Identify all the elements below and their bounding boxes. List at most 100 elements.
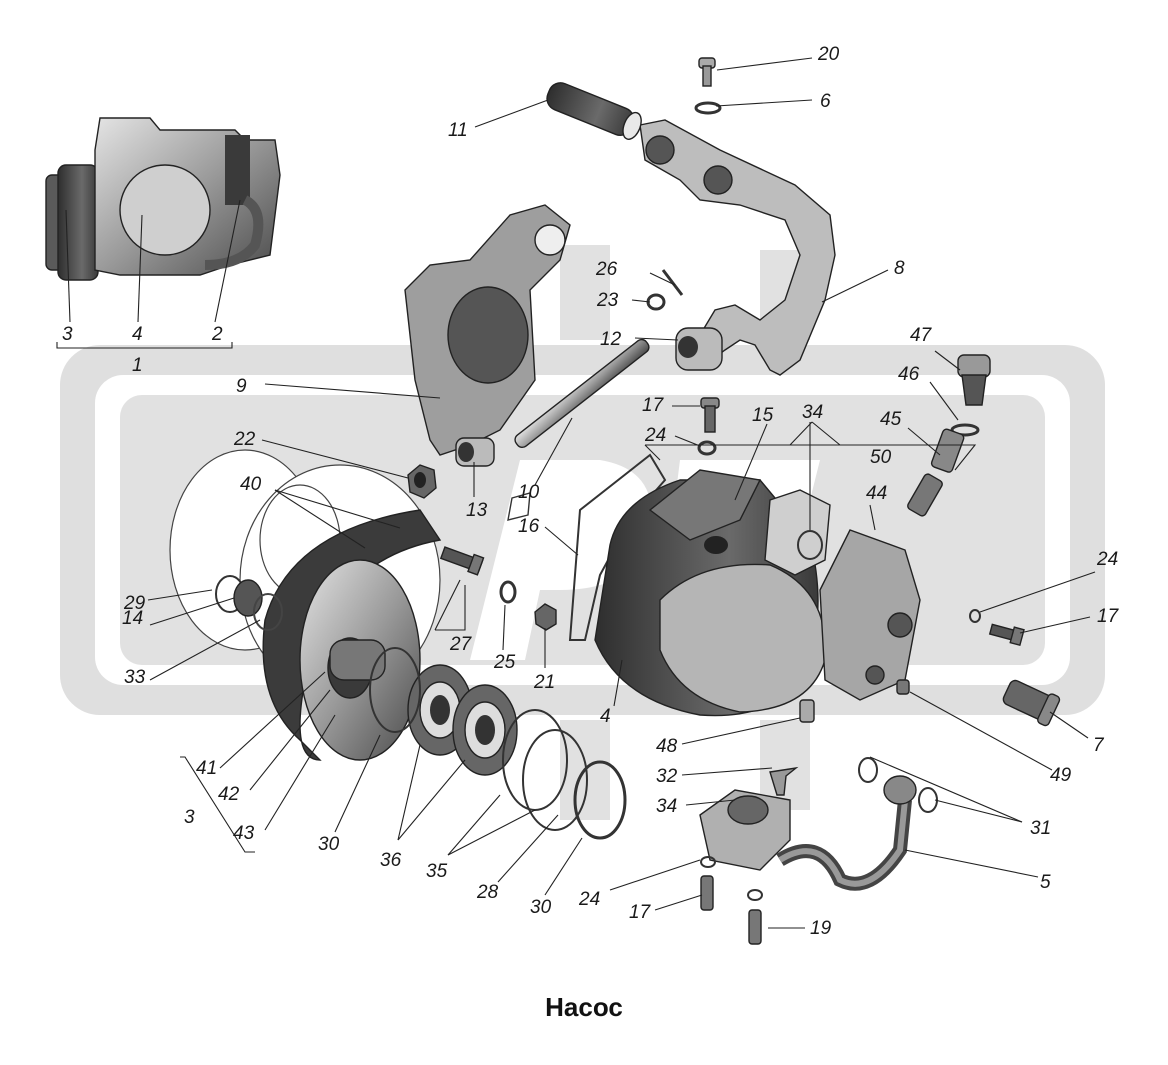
- callout-34: 34: [656, 796, 677, 817]
- bolt-17a: [700, 397, 720, 433]
- callout-28: 28: [476, 882, 499, 903]
- plug-49: [896, 679, 910, 695]
- bracket-9-eye: [534, 224, 566, 256]
- washer-46: [950, 423, 980, 437]
- callout-8: 8: [894, 258, 905, 279]
- axle-10: [514, 338, 650, 449]
- cover-34: [699, 789, 791, 871]
- inset-bracket: [56, 199, 241, 349]
- callout-49: 49: [1050, 765, 1072, 786]
- callout-25: 25: [493, 652, 516, 673]
- callout-34: 34: [802, 402, 823, 423]
- callout-42: 42: [218, 784, 240, 805]
- callout-19: 19: [810, 918, 832, 939]
- pump-body-4: [594, 469, 827, 717]
- valve-45: [930, 428, 965, 473]
- bushing-13: [455, 437, 495, 467]
- callout-22: 22: [233, 429, 256, 450]
- callout-30: 30: [530, 897, 552, 918]
- ring-30a: [369, 647, 421, 733]
- callout-24: 24: [644, 425, 666, 446]
- bolt-17c: [988, 623, 1025, 647]
- callout-9: 9: [236, 376, 247, 397]
- washer-24b: [700, 856, 716, 868]
- callout-41: 41: [196, 758, 217, 779]
- callout-15: 15: [752, 405, 774, 426]
- callout-40: 40: [240, 474, 262, 495]
- washer-23: [646, 293, 666, 311]
- bolt-27: [439, 546, 485, 576]
- leader-lines: [147, 57, 1096, 929]
- ring-35a: [502, 709, 568, 811]
- ring-35b: [522, 729, 588, 831]
- callout-17: 17: [1097, 606, 1120, 627]
- bracket-9-bore: [447, 286, 529, 384]
- callout-labels: 1 2 3 3 4 4 5 6 7 8 9 10 11 12 13 14 15 …: [62, 44, 1120, 939]
- nut-21: [534, 603, 557, 631]
- callout-31: 31: [1030, 818, 1051, 839]
- o-ring-31a: [858, 757, 878, 783]
- callout-24: 24: [1096, 549, 1118, 570]
- callout-29: 29: [123, 593, 146, 614]
- axle-11: [546, 82, 642, 140]
- pipe-5-inner: [778, 799, 908, 887]
- callout-30: 30: [318, 834, 340, 855]
- washer-24c: [969, 609, 981, 623]
- callout-32: 32: [656, 766, 678, 787]
- bushing-14: [233, 579, 263, 617]
- valve-housing-44: [819, 529, 921, 701]
- callout-23: 23: [596, 290, 619, 311]
- washer-24a: [697, 440, 717, 456]
- callout-47: 47: [910, 325, 933, 346]
- assembled-pump-inset: [45, 117, 281, 281]
- pin-32: [769, 766, 799, 796]
- callout-44: 44: [866, 483, 887, 504]
- bracket-8-bore: [703, 165, 733, 195]
- callout-17: 17: [629, 902, 652, 923]
- callout-17: 17: [642, 395, 665, 416]
- washer-25: [499, 580, 517, 604]
- o-ring-31b: [918, 787, 938, 813]
- callout-26: 26: [595, 259, 618, 280]
- callout-48: 48: [656, 736, 678, 757]
- washer-6: [694, 101, 722, 115]
- split-pin-26: [661, 269, 684, 296]
- callout-13: 13: [466, 500, 488, 521]
- callout-14: 14: [122, 608, 143, 629]
- spring-50: [907, 473, 943, 517]
- callout-35: 35: [426, 861, 448, 882]
- callout-27: 27: [449, 634, 473, 655]
- pipe-5-flange: [883, 775, 917, 805]
- banjo-bolt-7: [1002, 679, 1061, 727]
- callout-24: 24: [578, 889, 600, 910]
- callout-1: 1: [132, 355, 143, 376]
- circlip-30b: [573, 760, 627, 840]
- bolt-17b: [700, 875, 714, 911]
- bearing-36b: [452, 684, 518, 776]
- callout-46: 46: [898, 364, 920, 385]
- callout-7: 7: [1093, 735, 1105, 756]
- key-16: [507, 492, 531, 521]
- callout-4: 4: [600, 706, 611, 727]
- callout-2: 2: [211, 324, 223, 345]
- callout-3: 3: [62, 324, 73, 345]
- valve-15: [764, 489, 831, 576]
- callout-45: 45: [880, 409, 902, 430]
- callout-10: 10: [518, 482, 540, 503]
- pulley-assembly-3: [169, 449, 442, 761]
- callout-20: 20: [817, 44, 840, 65]
- callout-50: 50: [870, 447, 892, 468]
- bolt-20: [698, 57, 716, 87]
- callout-12: 12: [600, 329, 622, 350]
- callout-33: 33: [124, 667, 146, 688]
- callout-5: 5: [1040, 872, 1051, 893]
- callout-43: 43: [233, 823, 255, 844]
- plug-47: [957, 354, 991, 406]
- sleeve-12: [675, 327, 723, 371]
- callout-11: 11: [448, 120, 468, 141]
- diagram-caption: Насос: [545, 992, 623, 1022]
- ring-33: [253, 593, 283, 631]
- callout-3: 3: [184, 807, 195, 828]
